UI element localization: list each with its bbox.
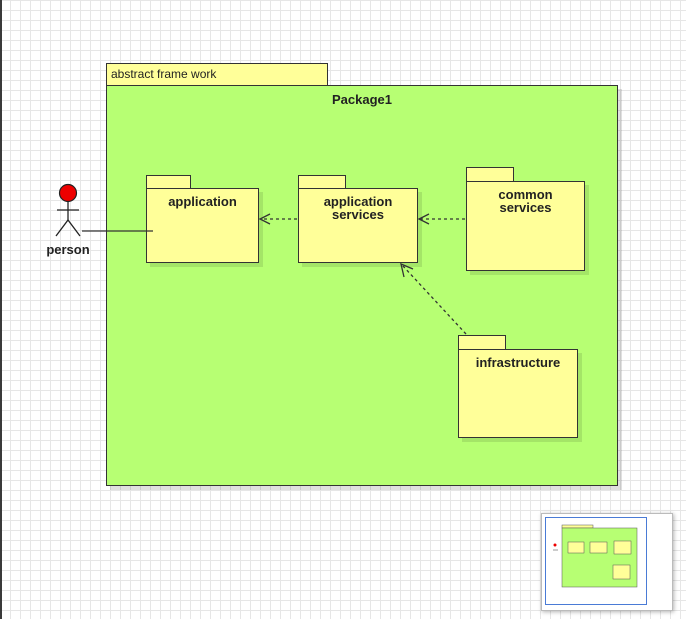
minimap-thumbnail xyxy=(553,524,638,588)
frame-label-tab[interactable]: abstract frame work xyxy=(106,63,328,86)
application-services-label-line1: application xyxy=(323,194,393,209)
infrastructure-package[interactable]: infrastructure xyxy=(458,349,578,438)
dependency-infrastructure-to-appservices[interactable] xyxy=(400,262,467,335)
application-services-label-line2: services xyxy=(331,207,385,222)
application-services-package[interactable]: application services xyxy=(298,188,418,263)
person-label: person xyxy=(46,242,90,257)
frame-label: abstract frame work xyxy=(111,67,217,81)
common-services-package[interactable]: common services xyxy=(466,181,585,271)
outline-minimap[interactable] xyxy=(541,513,673,611)
package1-title: Package1 xyxy=(332,92,392,107)
minimap-viewport[interactable] xyxy=(545,517,647,605)
dependency-appservices-to-application[interactable] xyxy=(258,213,297,225)
common-services-label-line1: common xyxy=(498,187,553,202)
person-actor[interactable] xyxy=(55,183,81,237)
infrastructure-label: infrastructure xyxy=(475,355,561,370)
common-services-label-line2: services xyxy=(499,200,552,215)
dependency-commonservices-to-appservices[interactable] xyxy=(417,213,465,225)
application-package-label: application xyxy=(168,194,237,209)
canvas-left-edge xyxy=(0,0,2,619)
actor-head xyxy=(58,183,78,203)
application-package[interactable]: application xyxy=(146,188,259,263)
